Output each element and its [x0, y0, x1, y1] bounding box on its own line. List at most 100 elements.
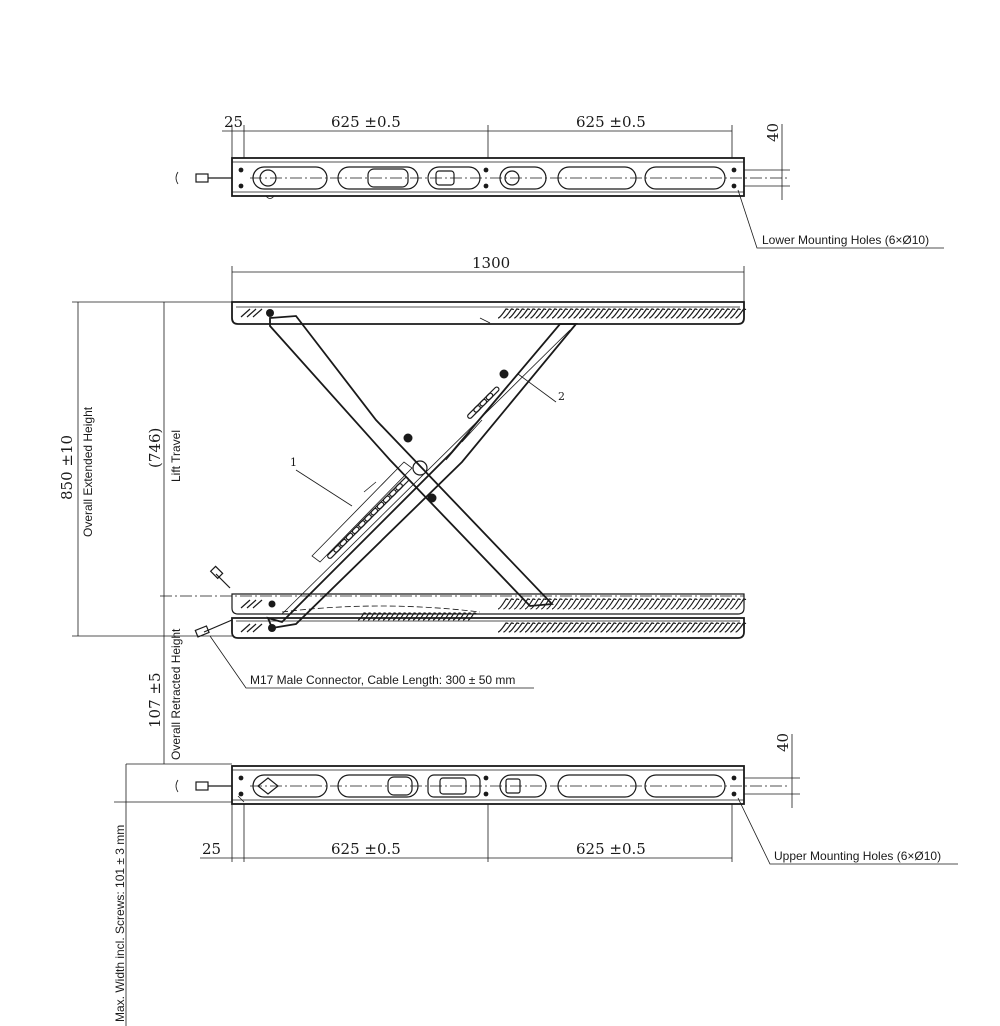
- hatch-slot: [681, 308, 693, 319]
- hatch-slot: [686, 598, 698, 610]
- hatch-slot: [508, 598, 520, 610]
- hatch-slot: [412, 612, 422, 621]
- hatch-slot: [724, 308, 736, 319]
- hatch-slot: [616, 622, 628, 633]
- hatch-slot: [703, 622, 714, 633]
- hatch-slot: [708, 308, 720, 319]
- max-width-label: Max. Width incl. Screws: 101 ± 3 mm: [113, 825, 127, 1022]
- hatch-slot: [524, 622, 536, 633]
- hatch-slot: [611, 598, 622, 610]
- hatch-slot: [595, 598, 606, 610]
- hatch-slot: [643, 308, 655, 319]
- hatch-slot: [503, 598, 514, 610]
- overall-length-dimension: 1300: [231, 254, 745, 302]
- base-platform-hatch: [497, 622, 747, 633]
- hatch-slot: [535, 598, 547, 610]
- hatch-slot: [578, 308, 590, 319]
- arm-b-slots-lower: [327, 476, 410, 559]
- hatch-slot: [616, 308, 628, 319]
- top-platform-slots: [240, 308, 274, 318]
- hatch-slot: [627, 598, 639, 610]
- hatch-slot: [638, 308, 649, 319]
- hatch-slot: [692, 622, 703, 633]
- hatch-slot: [600, 622, 612, 633]
- hatch-slot: [562, 598, 574, 610]
- hatch-slot: [584, 598, 595, 610]
- hatch-slot: [676, 308, 687, 319]
- hatch-slot: [467, 612, 477, 621]
- hatch-slot: [372, 612, 382, 621]
- hatch-slot: [692, 308, 703, 319]
- hatch-slot: [397, 612, 407, 621]
- hatch-slot: [387, 612, 397, 621]
- hatch-slot: [622, 622, 633, 633]
- hatch-slot: [402, 612, 412, 621]
- hatch-slot: [457, 612, 467, 621]
- hatch-slot: [649, 308, 660, 319]
- hatch-slot: [659, 308, 671, 319]
- hatch-slot: [600, 598, 612, 610]
- arm-slot: [351, 520, 366, 535]
- top-platform: [231, 301, 747, 325]
- hatch-slot: [676, 622, 687, 633]
- hatch-slot: [703, 598, 714, 610]
- arm-slot: [395, 476, 410, 491]
- top-view-cable: [175, 171, 232, 185]
- lift-travel-label: Lift Travel: [169, 430, 183, 482]
- hatch-slot: [562, 308, 574, 319]
- hatch-slot: [514, 308, 525, 319]
- hatch-slot: [557, 622, 568, 633]
- arm-slot: [376, 495, 391, 510]
- hatch-slot: [530, 308, 541, 319]
- hatch-slot: [514, 598, 525, 610]
- upper-mounting-holes: [238, 775, 737, 797]
- hatch-slot: [697, 308, 709, 319]
- hatch-slot: [719, 622, 730, 633]
- retracted-platform-hatch: [497, 598, 747, 610]
- hatch-slot: [551, 622, 563, 633]
- bottom-span-right-dim: 625 ±0.5: [576, 840, 646, 858]
- hatch-slot: [367, 612, 377, 621]
- hatch-slot: [654, 308, 666, 319]
- top-view: 25 625 ±0.5 625 ±0.5 40 Lower Mounting H…: [175, 113, 944, 249]
- hatch-slot: [697, 598, 709, 610]
- hatch-slot: [546, 308, 558, 319]
- hatch-slot: [382, 612, 392, 621]
- hatch-slot: [649, 622, 660, 633]
- hatch-slot: [589, 622, 601, 633]
- top-view-frame: [231, 157, 745, 197]
- hatch-slot: [551, 308, 563, 319]
- hatch-slot: [514, 622, 525, 633]
- hatch-slot: [719, 308, 730, 319]
- arm-slot: [485, 386, 500, 401]
- arm-b-slots-upper: [467, 386, 500, 419]
- arm-slot: [358, 514, 372, 528]
- hatch-slot: [659, 598, 671, 610]
- arm-slot: [479, 392, 494, 407]
- hatch-slot: [508, 622, 520, 633]
- hatch-slot: [659, 622, 671, 633]
- bottom-view-cable: [175, 779, 232, 793]
- hatch-slot: [392, 612, 402, 621]
- arm-slot: [370, 501, 385, 516]
- hatch-slot: [686, 622, 698, 633]
- top-offset-dim: 25: [224, 113, 243, 131]
- hatch-slot: [730, 598, 741, 610]
- hatch-slot: [462, 612, 472, 621]
- hatch-slot: [665, 622, 676, 633]
- hatch-slot: [654, 598, 666, 610]
- base-inner-slots: [357, 612, 477, 621]
- hatch-slot: [562, 622, 574, 633]
- hatch-slot: [578, 622, 590, 633]
- hatch-slot: [595, 622, 606, 633]
- hatch-slot: [622, 308, 633, 319]
- lower-mounting-holes: [238, 167, 737, 189]
- bottom-offset-dim: 25: [202, 840, 221, 858]
- max-width-dimension: Max. Width incl. Screws: 101 ± 3 mm: [113, 764, 232, 1026]
- hatch-slot: [568, 622, 579, 633]
- hatch-slot: [611, 622, 622, 633]
- arm-slot: [364, 507, 379, 522]
- hatch-slot: [503, 622, 514, 633]
- base-platform: [231, 612, 747, 639]
- hatch-slot: [735, 622, 747, 633]
